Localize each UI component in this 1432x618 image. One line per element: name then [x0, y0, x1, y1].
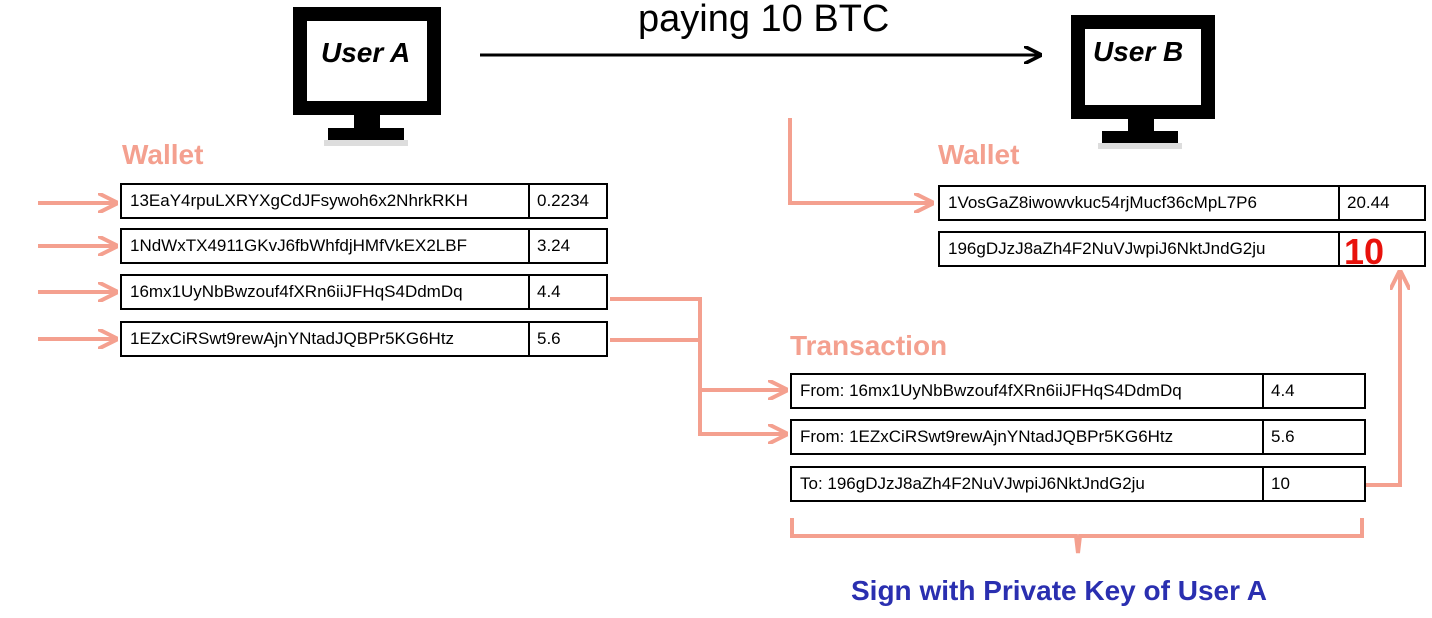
transaction-brace — [790, 518, 1364, 554]
wallet-address: 16mx1UyNbBwzouf4fXRn6iiJFHqS4DdmDq — [130, 282, 463, 301]
user-b-wallet-heading: Wallet — [938, 139, 1020, 170]
wallet-amount: 5.6 — [528, 323, 606, 355]
payment-caption: paying 10 BTC — [638, 0, 890, 40]
computer-icon-user-a — [293, 7, 441, 146]
wallet-row: 196gDJzJ8aZh4F2NuVJwpiJ6NktJndG2ju 10 — [938, 231, 1426, 272]
transaction-row: From: 16mx1UyNbBwzouf4fXRn6iiJFHqS4DdmDq… — [790, 373, 1366, 409]
output-arrow — [1366, 272, 1400, 487]
wallet-amount: 20.44 — [1338, 187, 1424, 219]
user-a-label: User A — [321, 37, 411, 68]
wallet-address: 1VosGaZ8iwowvkuc54rjMucf36cMpL7P6 — [948, 193, 1257, 212]
wallet-row: 1VosGaZ8iwowvkuc54rjMucf36cMpL7P6 20.44 — [938, 185, 1426, 221]
user-b-incoming-arrow — [788, 118, 932, 203]
wallet-amount: 3.24 — [528, 230, 606, 262]
wallet-address: 1NdWxTX4911GKvJ6fbWhfdjHMfVkEX2LBF — [130, 236, 467, 255]
transaction-amount: 10 — [1262, 468, 1364, 500]
wallet-address: 13EaY4rpuLXRYXgCdJFsywoh6x2NhrkRKH — [130, 191, 468, 210]
user-a-wallet-heading: Wallet — [122, 139, 204, 170]
received-amount: 10 — [1344, 231, 1385, 272]
wallet-row: 16mx1UyNbBwzouf4fXRn6iiJFHqS4DdmDq 4.4 — [120, 274, 608, 310]
computer-icon-user-b — [1071, 15, 1215, 149]
wallet-row: 1NdWxTX4911GKvJ6fbWhfdjHMfVkEX2LBF 3.24 — [120, 228, 608, 264]
transaction-heading: Transaction — [790, 330, 948, 361]
wallet-row: 13EaY4rpuLXRYXgCdJFsywoh6x2NhrkRKH 0.223… — [120, 183, 608, 219]
transaction-label: From: 16mx1UyNbBwzouf4fXRn6iiJFHqS4DdmDq — [800, 381, 1182, 400]
transaction-row: To: 196gDJzJ8aZh4F2NuVJwpiJ6NktJndG2ju 1… — [790, 466, 1366, 502]
transaction-amount: 4.4 — [1262, 375, 1364, 407]
transaction-row: From: 1EZxCiRSwt9rewAjnYNtadJQBPr5KG6Htz… — [790, 419, 1366, 455]
wallet-address: 1EZxCiRSwt9rewAjnYNtadJQBPr5KG6Htz — [130, 329, 455, 348]
wallet-address: 196gDJzJ8aZh4F2NuVJwpiJ6NktJndG2ju — [948, 239, 1266, 258]
transaction-amount: 5.6 — [1262, 421, 1364, 453]
input-connector-2 — [610, 338, 786, 434]
transaction-label: To: 196gDJzJ8aZh4F2NuVJwpiJ6NktJndG2ju — [800, 474, 1145, 493]
user-b-label: User B — [1093, 36, 1184, 67]
wallet-amount-highlight: 10 — [1338, 231, 1424, 272]
sign-caption: Sign with Private Key of User A — [851, 575, 1267, 606]
wallet-row: 1EZxCiRSwt9rewAjnYNtadJQBPr5KG6Htz 5.6 — [120, 321, 608, 357]
wallet-amount: 4.4 — [528, 276, 606, 308]
wallet-amount: 0.2234 — [528, 185, 606, 217]
transaction-label: From: 1EZxCiRSwt9rewAjnYNtadJQBPr5KG6Htz — [800, 427, 1174, 446]
